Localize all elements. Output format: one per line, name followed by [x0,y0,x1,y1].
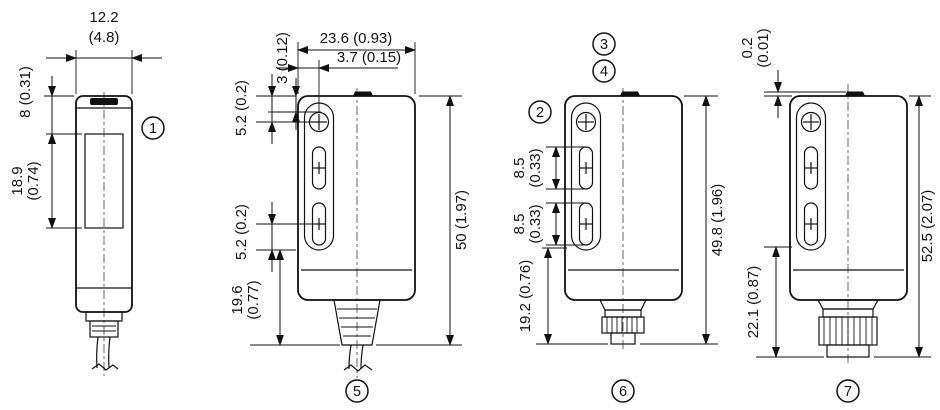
dim-front-window-height: 18.9 (0.74) [9,133,82,229]
dim-lower-height: 19.2 (0.76) [517,260,534,333]
dim-front-width: 12.2 (4.8) [46,9,162,94]
dim-hole-offset-x: 3.7 (0.15) [337,49,401,66]
svg-text:7: 7 [844,384,852,400]
m12-connector [816,299,880,358]
dim-slot1-length-mm: 8.5 [511,158,528,179]
svg-text:1: 1 [149,121,157,137]
badge-3: 3 [592,32,616,56]
cable-break [91,363,119,371]
dim-slot2-length: 8.5 (0.33) [511,202,584,246]
dim-hole-offset-x: 3.7 (0.15) [277,49,401,112]
m8-connector [599,299,647,345]
svg-text:3: 3 [600,37,608,53]
badge-2: 2 [528,100,552,124]
dim-width: 23.6 (0.93) [320,30,393,47]
dim-lower-height-in: (0.77) [245,280,262,319]
dim-total-height: 50 (1.97) [453,190,470,250]
dim-lower-height: 22.1 (0.87) [745,246,824,358]
dim-slot1-length-in: (0.33) [527,148,544,187]
dim-slot-to-ref: 5.2 (0.2) [233,204,250,260]
side-view-m8-connector: 8.5 (0.33) 8.5 (0.33) 19.2 (0.76) 49.8 (… [511,32,726,403]
sensor-body [789,90,908,301]
badge-1: 1 [141,116,165,140]
dim-lower-height: 22.1 (0.87) [745,266,762,339]
cable [96,336,99,369]
cable-break [343,364,373,372]
front-body [75,95,133,371]
dim-protrusion-in: (0.01) [755,28,772,67]
cable-gland [333,299,381,372]
dim-lower-height-mm: 19.6 [229,285,246,314]
dim-protrusion: 0.2 (0.01) [739,28,846,118]
dim-hole-offset-y: 3 (0.12) [268,32,321,130]
dim-hole-offset-y: 3 (0.12) [274,32,291,84]
badge-4: 4 [592,59,616,83]
dim-slot2-length-mm: 8.5 [511,214,528,235]
sensor-body [297,90,416,301]
dim-front-width-in: (4.8) [89,29,120,46]
svg-text:4: 4 [600,64,608,80]
dim-front-top-height: 8 (0.31) [17,66,82,154]
side-view-m12-connector: 0.2 (0.01) 22.1 (0.87) 52.5 (2.07) 7 [739,28,936,403]
badge-7: 7 [836,379,860,403]
dim-lower-height: 19.6 (0.77) [229,249,340,346]
dim-total-height: 52.5 (2.07) [919,190,936,263]
dim-total-height: 49.8 (1.96) [709,184,726,257]
dim-total-height: 52.5 (2.07) [874,95,936,358]
dim-slot1-length: 8.5 (0.33) [511,146,584,190]
dim-slot-to-ref: 5.2 (0.2) [233,202,320,272]
side-view-cable: 23.6 (0.93) 3.7 (0.15) 3 (0.12) 5.2 (0.2… [229,30,470,403]
dim-hole-from-top: 5.2 (0.2) [233,74,320,144]
dim-hole-from-top: 5.2 (0.2) [233,80,250,136]
dim-total-height: 50 (1.97) [376,95,470,346]
svg-text:6: 6 [619,384,627,400]
dim-lower-height: 19.2 (0.76) [517,247,608,345]
connector-tip [610,332,636,345]
dim-protrusion-mm: 0.2 [739,38,756,59]
dim-width: 23.6 (0.93) [297,30,416,94]
svg-text:5: 5 [353,384,361,400]
badge-5: 5 [345,379,369,403]
dim-front-top-height: 8 (0.31) [17,66,34,118]
connector-tip [826,344,870,358]
badge-6: 6 [611,379,635,403]
sensor-body [564,90,683,301]
lens-window [84,133,124,229]
front-view: 12.2 (4.8) 8 (0.31) 18.9 (0.74) 1 [9,9,165,376]
svg-text:2: 2 [536,105,544,121]
dim-front-width-mm: 12.2 [89,9,118,26]
dim-front-window-height-in: (0.74) [25,161,42,200]
dim-front-window-height-mm: 18.9 [9,166,26,195]
dim-total-height: 49.8 (1.96) [640,95,726,345]
indicator-led [90,98,118,105]
dim-slot2-length-in: (0.33) [527,204,544,243]
